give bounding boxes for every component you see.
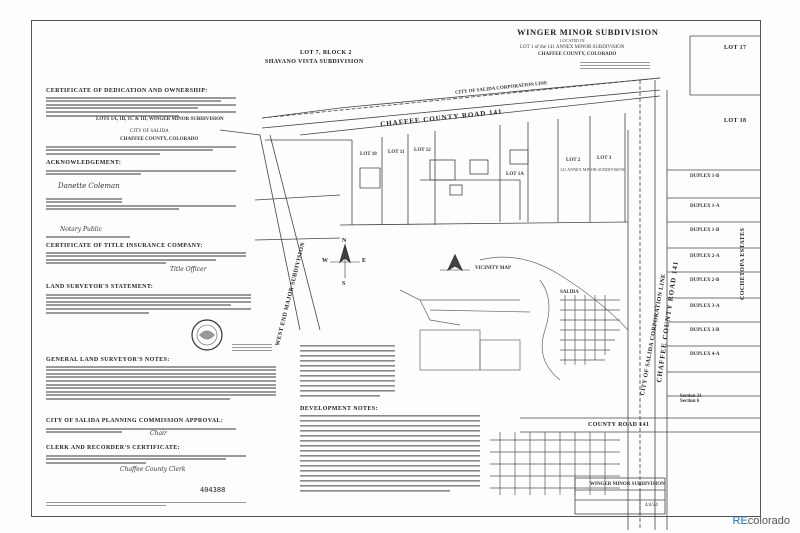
duplex-label: DUPLEX 3-B	[690, 328, 720, 333]
duplex-label: DUPLEX 1-B	[690, 174, 720, 179]
seal-caption	[232, 342, 272, 353]
vicinity-compass	[440, 253, 470, 272]
north-arrow	[330, 243, 360, 278]
dedication-text-2	[46, 144, 236, 156]
reception-number: 404388	[200, 486, 226, 494]
located-in: LOCATED IN	[560, 38, 585, 43]
surveyor-notes-text	[46, 364, 276, 402]
east-letter: E	[362, 258, 367, 264]
duplex-label: DUPLEX 4-A	[690, 352, 720, 357]
owner-signature: Danette Coleman	[58, 182, 120, 190]
county-line: CHAFFEE COUNTY, COLORADO	[120, 137, 199, 142]
titleblock-date: 4/4/24	[645, 503, 658, 508]
planning-heading: CITY OF SALIDA PLANNING COMMISSION APPRO…	[46, 418, 224, 424]
watermark-name: colorado	[747, 515, 790, 527]
duplex-label: DUPLEX 1-B	[690, 228, 720, 233]
salida-label: SALIDA	[560, 290, 579, 295]
title-block	[574, 477, 666, 515]
lot1a-label: LOT 1A	[506, 172, 524, 177]
header-line1: LOT 1 of the 141 ANNEX MINOR SUBDIVISION	[520, 45, 625, 50]
north-letter: N	[342, 238, 347, 244]
surveyor-notes-heading: GENERAL LAND SURVEYOR'S NOTES:	[46, 357, 170, 363]
section-label: Section 31 Section 6	[680, 394, 702, 404]
header-line2: CHAFFEE COUNTY, COLORADO	[538, 52, 617, 57]
town-grid	[490, 295, 620, 495]
city-line: CITY OF SALIDA	[130, 129, 169, 134]
surveyor-statement-heading: LAND SURVEYOR'S STATEMENT:	[46, 284, 154, 290]
duplex-label: DUPLEX 3-A	[690, 304, 720, 309]
header-notes	[580, 60, 650, 71]
lot17-label: LOT 17	[724, 45, 747, 51]
west-letter: W	[322, 258, 328, 264]
surveyor-seal	[191, 319, 223, 351]
annex-label: 141 ANNEX MINOR SUBDIVISION	[560, 167, 625, 172]
lot3-label: LOT 3	[597, 156, 612, 161]
titleblock-title: WINGER MINOR SUBDIVISION	[590, 482, 665, 487]
development-notes-lines	[300, 415, 480, 492]
vicinity-label: VICINITY MAP	[475, 266, 512, 271]
county-road-label: COUNTY ROAD 141	[588, 422, 650, 428]
lot7-label: LOT 7, BLOCK 2	[300, 50, 352, 56]
plat-title: WINGER MINOR SUBDIVISION	[517, 27, 659, 37]
acknowledgement-heading: ACKNOWLEDGEMENT:	[46, 160, 122, 166]
recolorado-watermark: REcolorado	[733, 515, 790, 527]
cocetopa-label: COCHETOPA ESTATES	[740, 227, 746, 300]
lots-line: LOTS 1A, 1B, 1C & 1D, WINGER MINOR SUBDI…	[96, 117, 224, 122]
sheet-border	[31, 20, 761, 517]
title-signature: Title Officer	[170, 266, 207, 273]
clerk-heading: CLERK AND RECORDER'S CERTIFICATE:	[46, 445, 181, 451]
acknowledgement-text	[46, 168, 236, 177]
duplex-label: DUPLEX 2-B	[690, 278, 720, 283]
surveyor-text	[46, 292, 251, 315]
lot18-label: LOT 18	[724, 118, 747, 124]
clerk-signature: Chaffee County Clerk	[120, 466, 186, 473]
notary-commission	[46, 234, 166, 239]
dedication-text	[46, 95, 236, 118]
planning-text	[46, 426, 236, 435]
cert-dedication-heading: CERTIFICATE OF DEDICATION AND OWNERSHIP:	[46, 88, 208, 94]
shavano-label: SHAVANO VISTA SUBDIVISION	[265, 59, 364, 65]
duplex-label: DUPLEX 1-A	[690, 204, 720, 209]
title-text	[46, 250, 246, 266]
vicinity-map	[399, 256, 629, 381]
notary-text	[46, 196, 236, 212]
dev-notes-heading: DEVELOPMENT NOTES:	[300, 406, 378, 412]
legend-lines	[300, 345, 395, 397]
clerk-text	[46, 453, 246, 465]
footer-note	[46, 500, 246, 508]
watermark-brand: RE	[732, 515, 748, 527]
lot10-label: LOT 10	[360, 152, 377, 157]
duplex-label: DUPLEX 2-A	[690, 254, 720, 259]
planning-signature: Chair	[150, 430, 167, 437]
lot11-label: LOT 11	[388, 150, 405, 155]
cert-title-heading: CERTIFICATE OF TITLE INSURANCE COMPANY:	[46, 243, 203, 249]
lot2-label: LOT 2	[566, 158, 581, 163]
notary-signature: Notary Public	[60, 226, 102, 233]
lot12-label: LOT 12	[414, 148, 431, 153]
south-letter: S	[342, 281, 346, 287]
